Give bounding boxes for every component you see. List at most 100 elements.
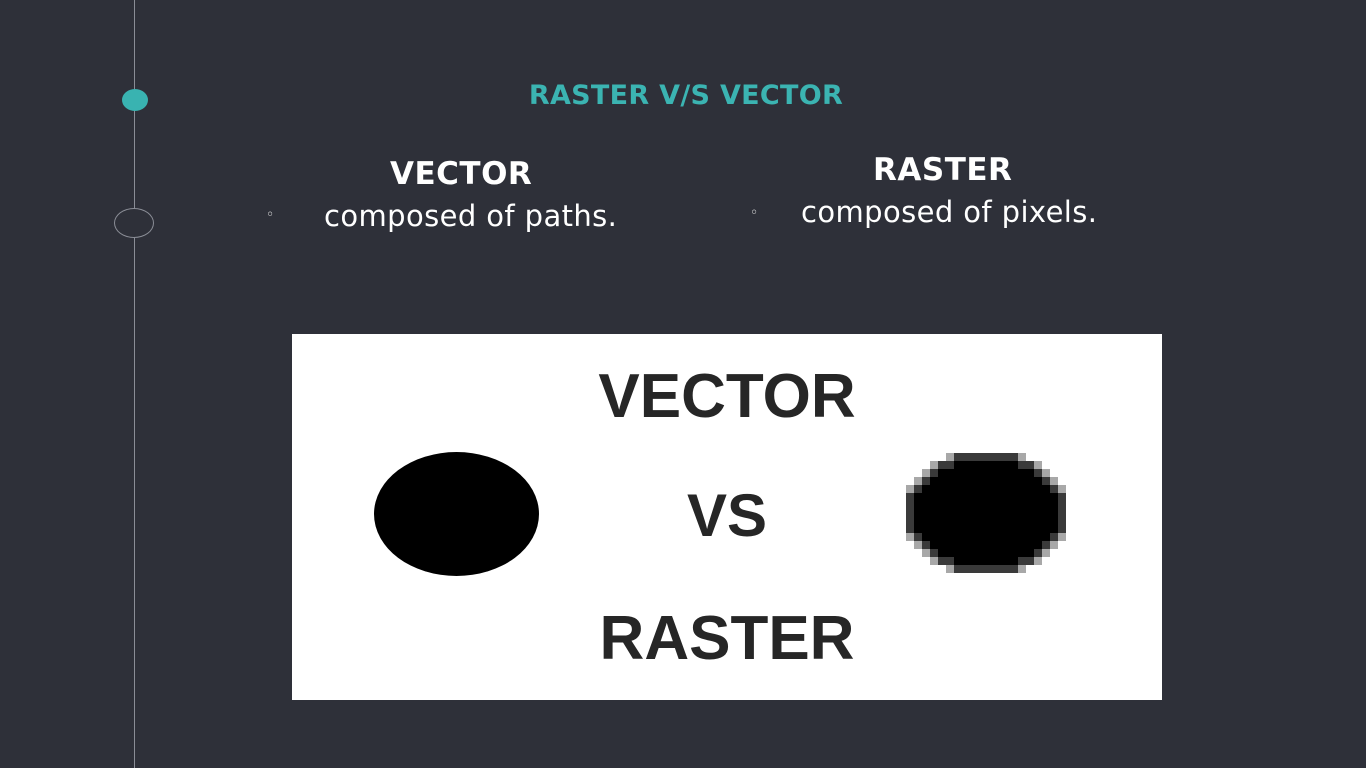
raster-pixel: [914, 493, 922, 501]
raster-pixel: [1002, 517, 1010, 525]
raster-pixel: [1010, 477, 1018, 485]
raster-pixel: [1034, 485, 1042, 493]
raster-pixel: [994, 517, 1002, 525]
raster-pixel: [1018, 541, 1026, 549]
raster-pixel: [954, 533, 962, 541]
raster-pixel: [1026, 533, 1034, 541]
raster-pixel: [970, 493, 978, 501]
raster-pixel: [1034, 461, 1042, 469]
raster-pixel: [938, 517, 946, 525]
raster-pixel: [1042, 509, 1050, 517]
raster-pixel: [962, 517, 970, 525]
raster-pixel: [1002, 493, 1010, 501]
raster-pixel: [938, 557, 946, 565]
raster-pixel: [1042, 501, 1050, 509]
raster-pixel: [970, 501, 978, 509]
raster-pixel: [914, 509, 922, 517]
raster-pixel: [1002, 501, 1010, 509]
timeline-inactive-dot-icon: [114, 208, 154, 238]
raster-pixel: [938, 469, 946, 477]
raster-pixel: [1018, 453, 1026, 461]
raster-pixel: [1018, 533, 1026, 541]
raster-pixel: [946, 485, 954, 493]
raster-pixel: [1050, 501, 1058, 509]
raster-pixel: [922, 501, 930, 509]
raster-pixel: [1034, 501, 1042, 509]
raster-pixel: [962, 549, 970, 557]
vector-vs-raster-image: VECTOR VS RASTER: [292, 334, 1162, 700]
raster-pixel: [1026, 525, 1034, 533]
raster-pixel: [1002, 525, 1010, 533]
raster-pixel: [970, 533, 978, 541]
raster-pixel: [1042, 477, 1050, 485]
raster-pixel: [986, 485, 994, 493]
raster-pixel: [994, 525, 1002, 533]
raster-pixel: [1002, 509, 1010, 517]
raster-pixel: [1034, 469, 1042, 477]
raster-pixel: [994, 557, 1002, 565]
raster-pixel: [930, 461, 938, 469]
raster-pixel: [1002, 557, 1010, 565]
raster-pixel: [986, 453, 994, 461]
raster-pixel: [930, 549, 938, 557]
raster-pixel: [986, 549, 994, 557]
raster-pixel: [922, 549, 930, 557]
raster-pixel: [962, 453, 970, 461]
raster-pixel: [1042, 549, 1050, 557]
raster-pixel: [986, 557, 994, 565]
smooth-circle-icon: [374, 452, 539, 576]
raster-pixel: [922, 485, 930, 493]
raster-pixel: [1058, 485, 1066, 493]
raster-pixel: [1010, 461, 1018, 469]
raster-pixel: [994, 477, 1002, 485]
raster-pixel: [1034, 541, 1042, 549]
raster-pixel: [994, 453, 1002, 461]
raster-pixel: [954, 453, 962, 461]
raster-pixel: [1002, 549, 1010, 557]
raster-pixel: [986, 469, 994, 477]
raster-pixel: [1034, 493, 1042, 501]
raster-pixel: [962, 541, 970, 549]
raster-pixel: [954, 485, 962, 493]
raster-pixel: [930, 485, 938, 493]
raster-pixel: [1002, 565, 1010, 573]
raster-pixel: [914, 541, 922, 549]
raster-pixel: [1010, 549, 1018, 557]
raster-pixel: [1018, 549, 1026, 557]
raster-pixel: [994, 509, 1002, 517]
raster-pixel: [1010, 509, 1018, 517]
raster-pixel: [1050, 517, 1058, 525]
image-word-vector: VECTOR: [598, 362, 856, 431]
raster-pixel: [1010, 565, 1018, 573]
raster-pixel: [986, 493, 994, 501]
raster-pixel: [1026, 509, 1034, 517]
raster-pixel: [946, 469, 954, 477]
raster-pixel: [906, 493, 914, 501]
raster-pixel: [906, 485, 914, 493]
raster-pixel: [946, 549, 954, 557]
raster-pixel: [1002, 477, 1010, 485]
raster-pixel: [922, 509, 930, 517]
raster-pixel: [970, 469, 978, 477]
raster-pixel: [1050, 477, 1058, 485]
raster-pixel: [1010, 517, 1018, 525]
raster-pixel: [978, 509, 986, 517]
raster-pixel: [1010, 493, 1018, 501]
raster-heading: RASTER: [873, 152, 1013, 188]
raster-pixel: [970, 557, 978, 565]
raster-pixel: [906, 525, 914, 533]
raster-pixel: [914, 533, 922, 541]
raster-pixel: [1026, 549, 1034, 557]
raster-pixel: [978, 477, 986, 485]
raster-pixel: [994, 541, 1002, 549]
raster-pixel: [946, 533, 954, 541]
raster-pixel: [946, 517, 954, 525]
raster-pixel: [1042, 525, 1050, 533]
raster-pixel: [946, 493, 954, 501]
raster-pixel: [986, 509, 994, 517]
raster-pixel: [954, 461, 962, 469]
raster-pixel: [994, 533, 1002, 541]
raster-pixel: [1034, 525, 1042, 533]
raster-pixel: [994, 485, 1002, 493]
